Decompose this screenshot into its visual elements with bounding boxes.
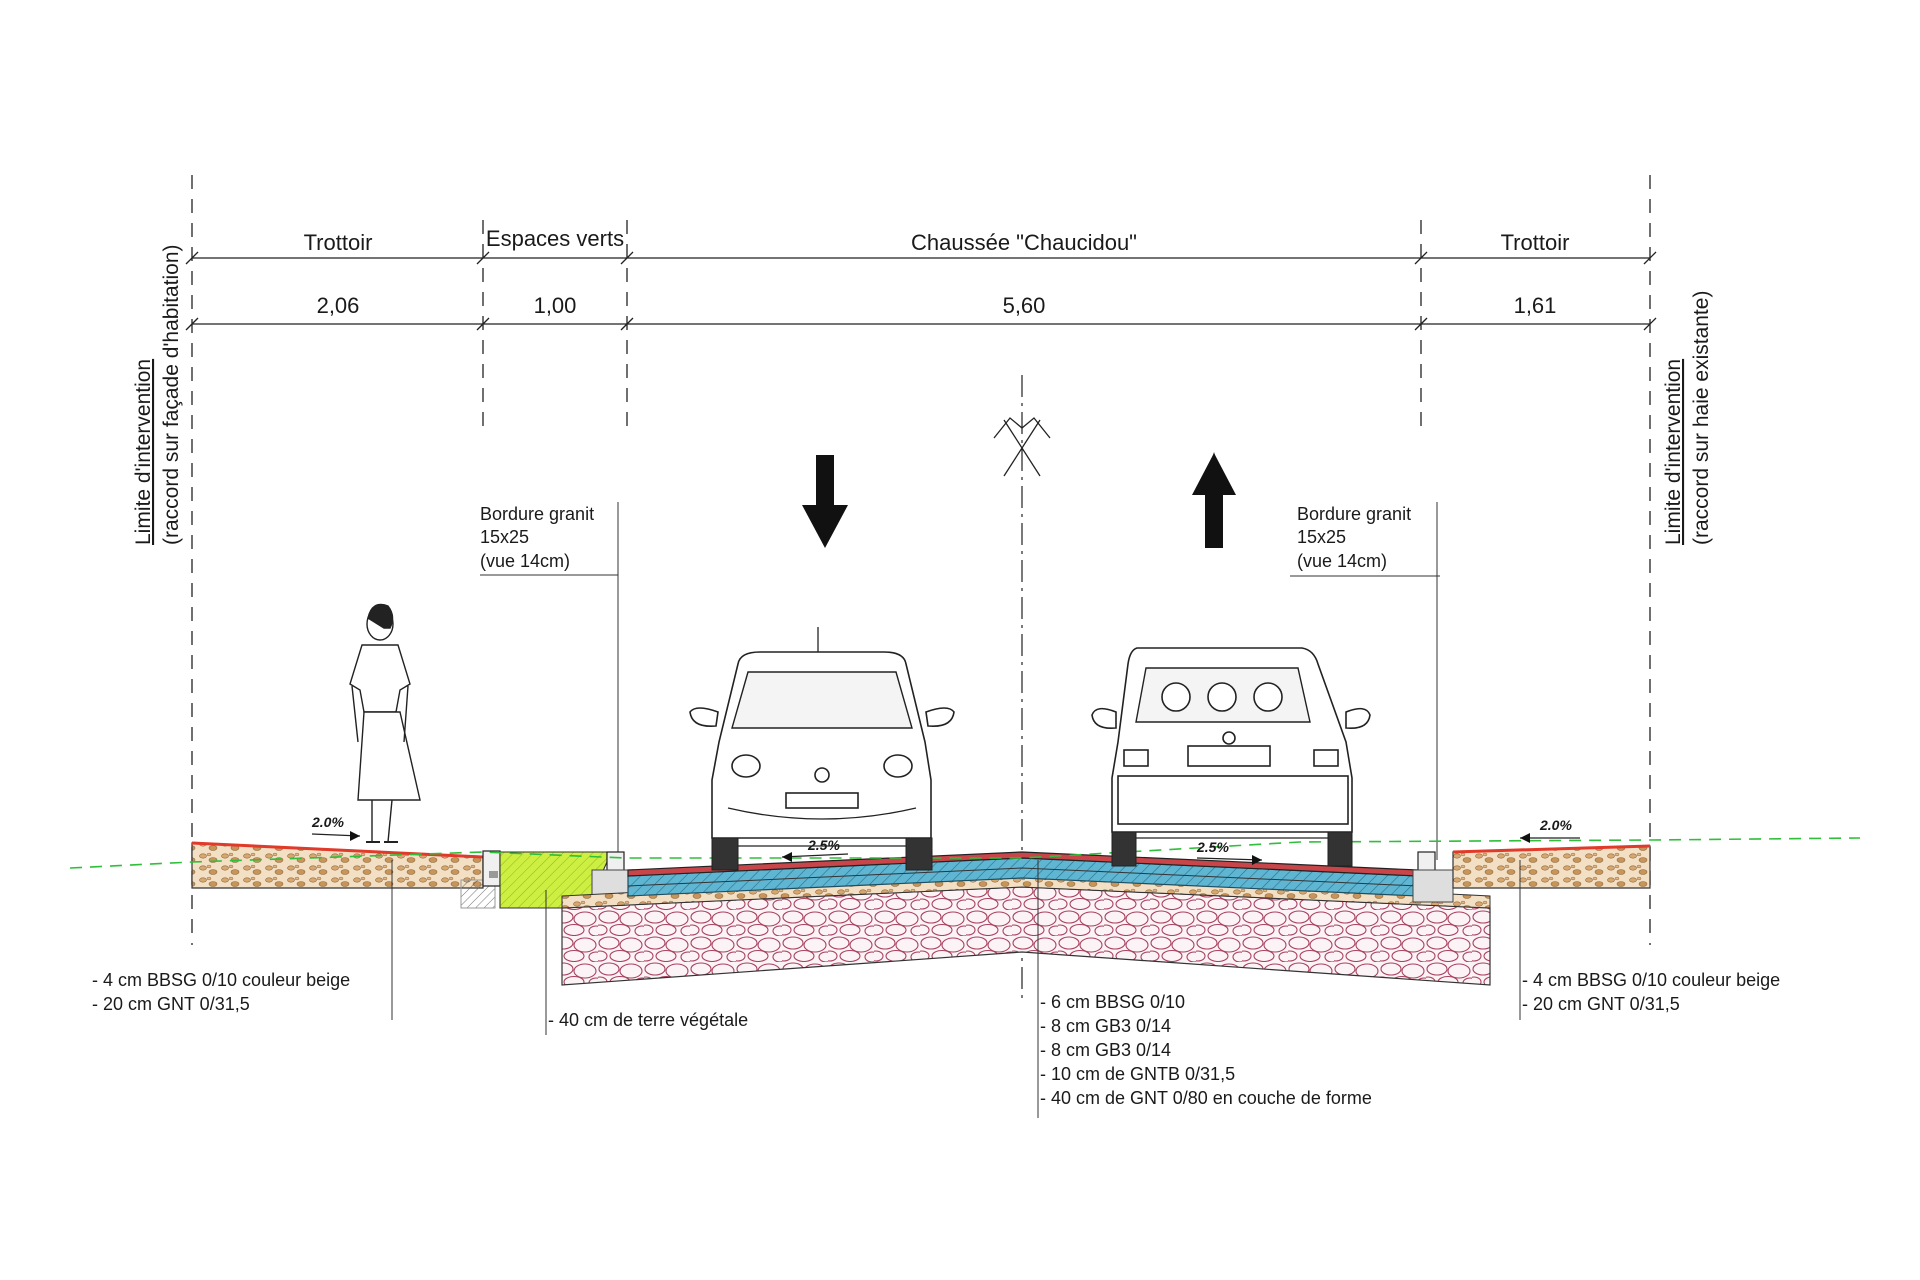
curb-note-right: Bordure granit 15x25 (vue 14cm) [1290, 502, 1440, 860]
arrow-up-icon [1192, 452, 1236, 548]
car-right-rear-view [1091, 647, 1371, 867]
limit-left-subtitle: (raccord sur façade d'habitation) [160, 244, 183, 545]
curb-right-line2: 15x25 [1297, 527, 1346, 547]
section-width-green: 1,00 [534, 293, 577, 318]
limit-right-title: Limite d'intervention [1662, 359, 1685, 545]
limit-annotation-left: Limite d'intervention (raccord sur façad… [132, 244, 183, 545]
limit-right-subtitle: (raccord sur haie existante) [1690, 291, 1713, 545]
layer-note: - 20 cm GNT 0/31,5 [1522, 994, 1680, 1014]
layer-note: - 4 cm BBSG 0/10 couleur beige [92, 970, 350, 990]
layer-notes-green: - 40 cm de terre végétale [545, 890, 748, 1035]
layer-notes-sidewalk-right: - 4 cm BBSG 0/10 couleur beige - 20 cm G… [1519, 860, 1780, 1020]
layer-notes-road: - 6 cm BBSG 0/10 - 8 cm GB3 0/14 - 8 cm … [1037, 860, 1372, 1118]
section-label-sidewalk-right: Trottoir [1501, 230, 1570, 255]
svg-text:2.0%: 2.0% [1539, 817, 1572, 833]
section-label-road: Chaussée "Chaucidou" [911, 230, 1137, 255]
pavement-structure [191, 841, 1651, 986]
section-width-road: 5,60 [1003, 293, 1046, 318]
layer-notes-sidewalk-left: - 4 cm BBSG 0/10 couleur beige - 20 cm G… [92, 860, 393, 1020]
layer-note: - 8 cm GB3 0/14 [1040, 1016, 1171, 1036]
curb-left-line3: (vue 14cm) [480, 551, 570, 571]
slope-sidewalk-left: 2.0% [311, 814, 361, 841]
section-width-sidewalk-right: 1,61 [1514, 293, 1557, 318]
curb-road-right [1412, 851, 1454, 903]
layer-note: - 20 cm GNT 0/31,5 [92, 994, 250, 1014]
arrow-down-icon [802, 455, 848, 548]
svg-text:2.5%: 2.5% [807, 837, 840, 853]
curb-note-left: Bordure granit 15x25 (vue 14cm) [480, 502, 619, 860]
slope-road-right: 2.5% [1196, 839, 1263, 865]
section-width-sidewalk-left: 2,06 [317, 293, 360, 318]
layer-note: - 8 cm GB3 0/14 [1040, 1040, 1171, 1060]
svg-text:2.5%: 2.5% [1196, 839, 1229, 855]
sidewalk-left-surface [191, 841, 484, 859]
car-left-front-view [689, 627, 955, 871]
layer-note: - 40 cm de terre végétale [548, 1010, 748, 1030]
pedestrian-figure [349, 603, 421, 843]
curb-left [482, 850, 501, 887]
axis-symbol-icon [993, 417, 1051, 477]
layer-note: - 4 cm BBSG 0/10 couleur beige [1522, 970, 1780, 990]
layer-note: - 10 cm de GNTB 0/31,5 [1040, 1064, 1235, 1084]
layer-note: - 6 cm BBSG 0/10 [1040, 992, 1185, 1012]
natural-ground-line [69, 837, 1861, 869]
layer-note: - 40 cm de GNT 0/80 en couche de forme [1040, 1088, 1372, 1108]
slope-road-left: 2.5% [781, 837, 849, 862]
curb-road-left [591, 851, 633, 903]
slope-sidewalk-right: 2.0% [1520, 817, 1580, 843]
sidewalk-right-surface [1452, 844, 1651, 854]
svg-text:2.0%: 2.0% [311, 814, 344, 830]
section-label-sidewalk-left: Trottoir [304, 230, 373, 255]
section-label-green: Espaces verts [486, 226, 624, 251]
curb-left-line2: 15x25 [480, 527, 529, 547]
curb-right-line1: Bordure granit [1297, 504, 1411, 524]
limit-annotation-right: Limite d'intervention (raccord sur haie … [1662, 291, 1713, 545]
curb-right-line3: (vue 14cm) [1297, 551, 1387, 571]
limit-left-title: Limite d'intervention [132, 359, 155, 545]
dimension-row-labels: Trottoir Espaces verts Chaussée "Chaucid… [185, 226, 1657, 331]
curb-left-line1: Bordure granit [480, 504, 594, 524]
